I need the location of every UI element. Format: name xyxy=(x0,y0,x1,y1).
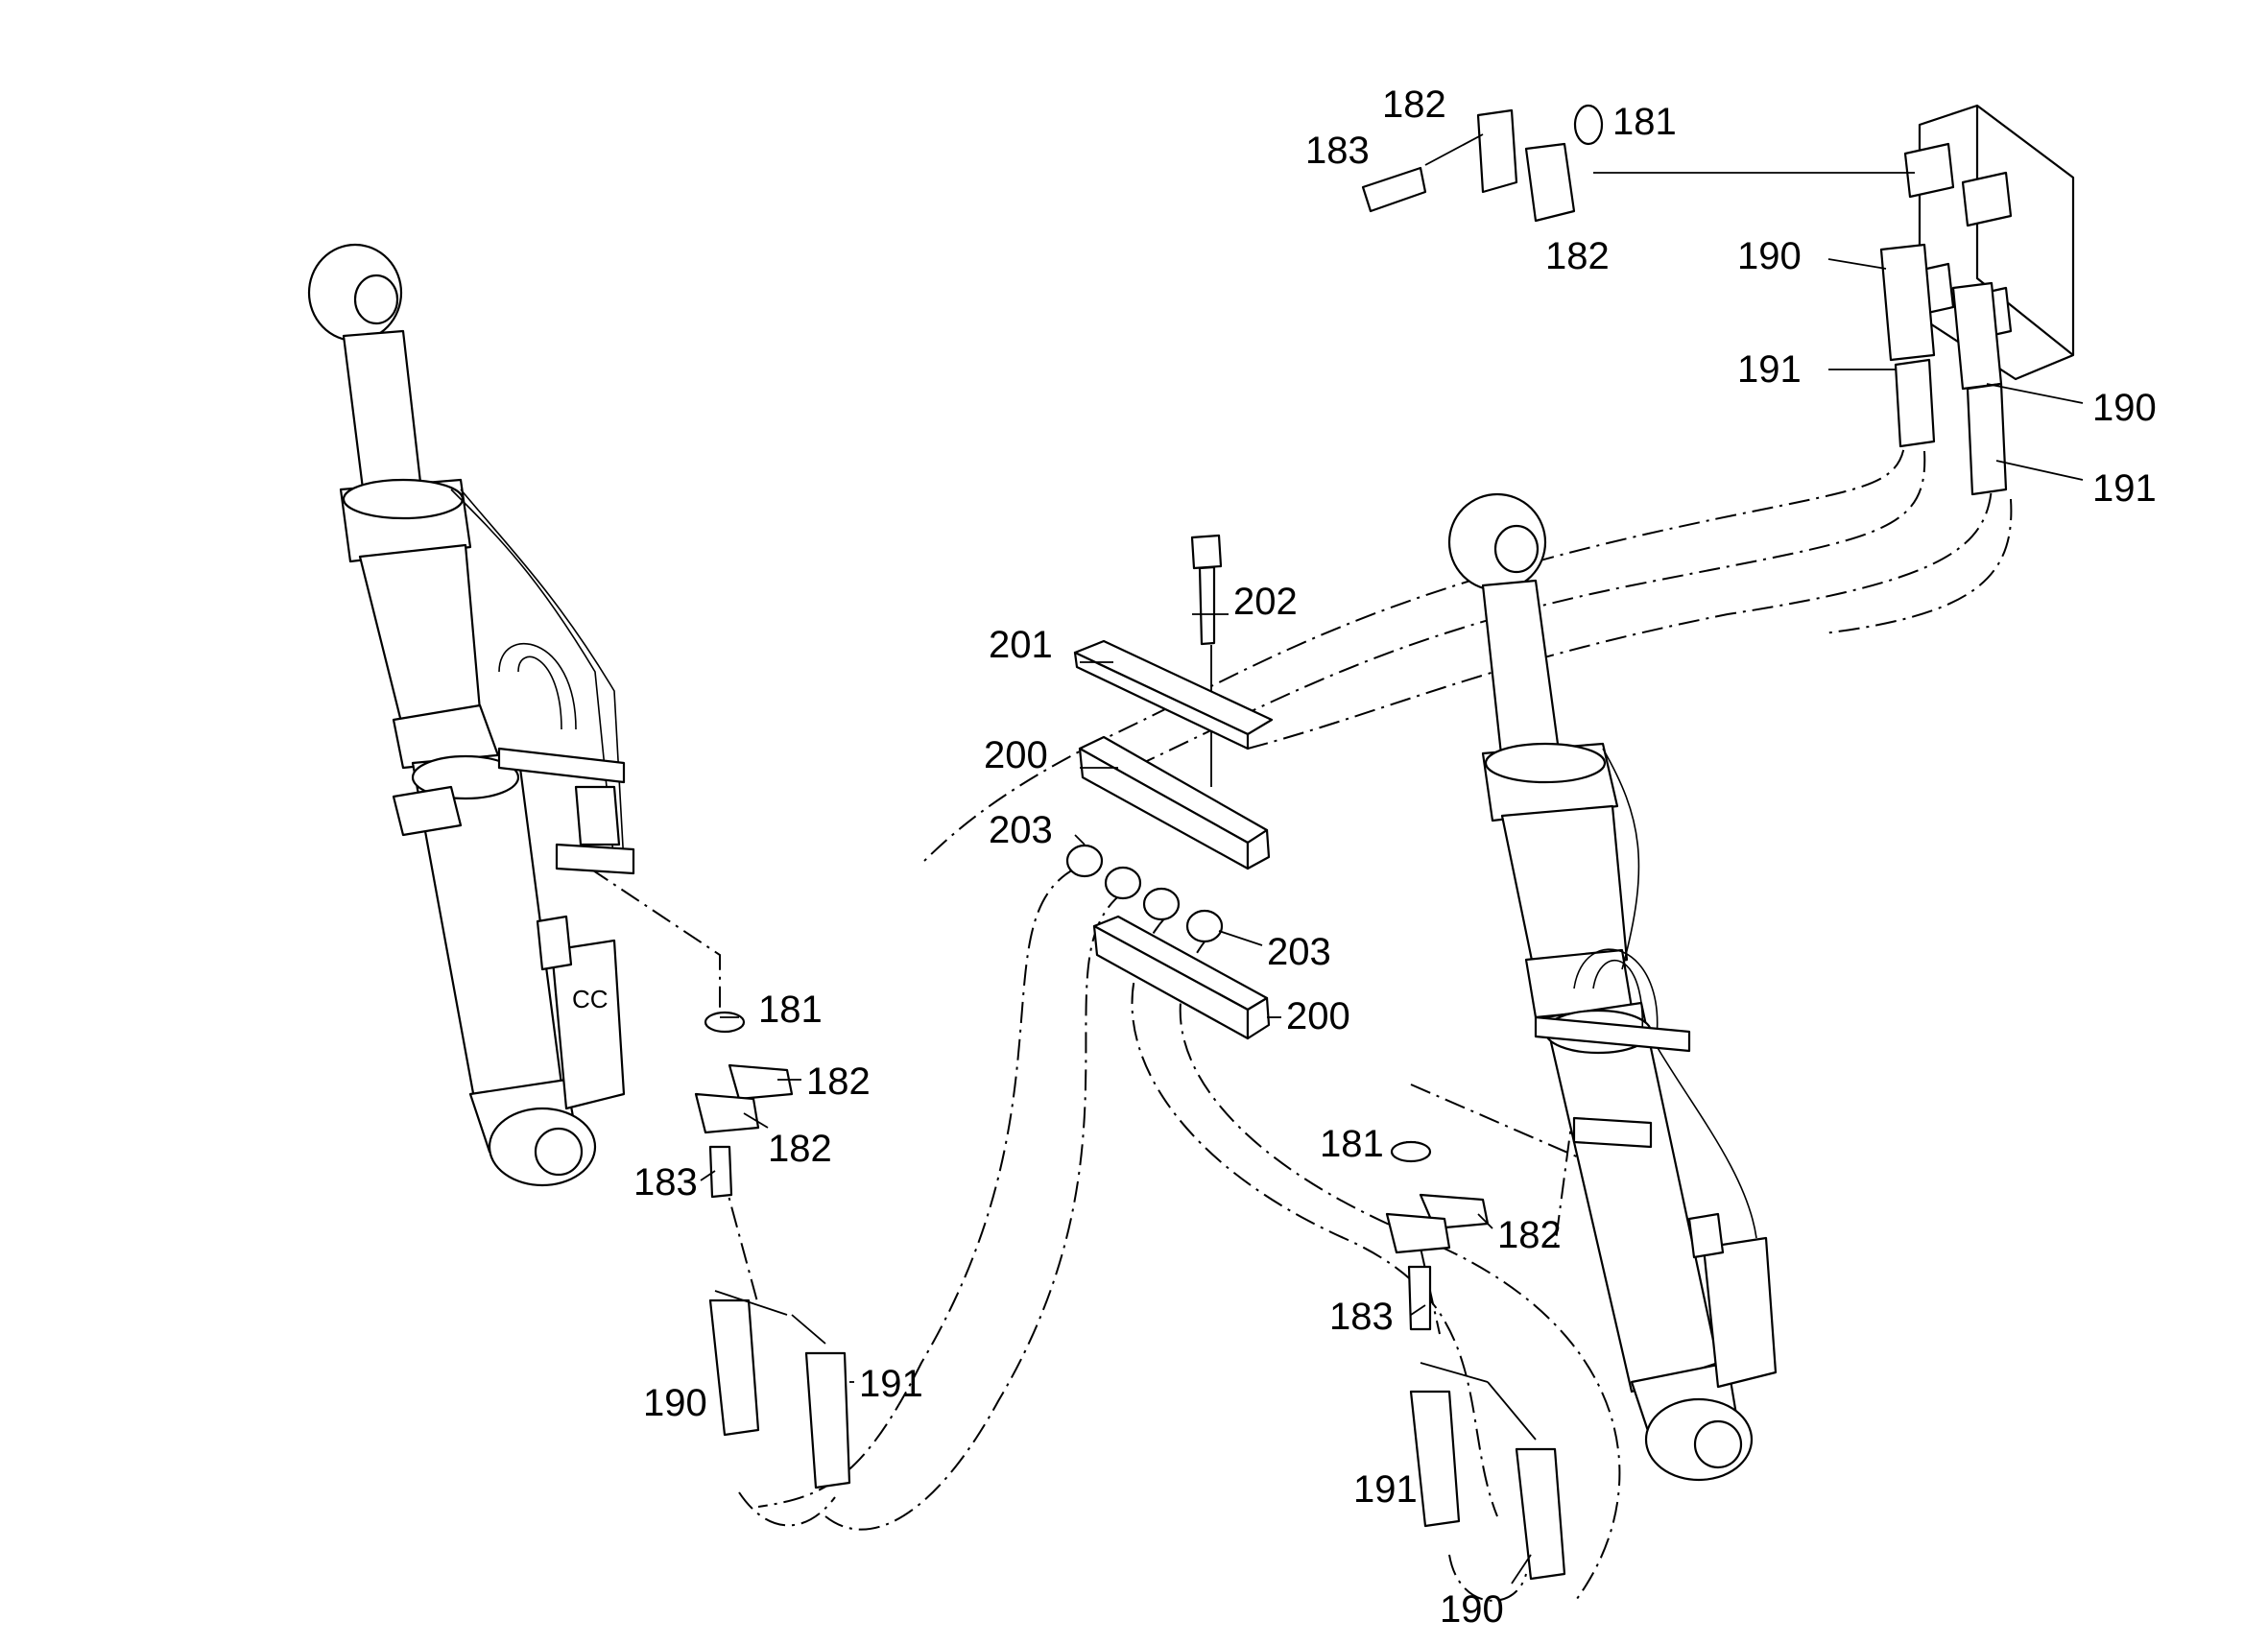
callout-191-manifold-lower: 191 xyxy=(2092,467,2157,510)
callout-191-left: 191 xyxy=(859,1363,923,1405)
callout-182-top: 182 xyxy=(1382,83,1446,126)
hose-clamp-assembly xyxy=(1065,534,1274,1040)
callout-181-right: 181 xyxy=(1320,1123,1384,1165)
valve-block-marking: CC xyxy=(572,985,609,1013)
callout-203-left: 203 xyxy=(989,809,1053,851)
left-hydraulic-cylinder: CC xyxy=(307,243,635,1187)
callout-182-top-lower: 182 xyxy=(1545,235,1610,277)
callout-labels: 182 181 183 182 190 191 190 191 202 201 … xyxy=(633,83,2157,1631)
callout-190-right: 190 xyxy=(1440,1588,1504,1631)
callout-183-left: 183 xyxy=(633,1161,698,1203)
manifold-block xyxy=(1879,104,2075,496)
callout-191-manifold-upper: 191 xyxy=(1737,348,1802,391)
callout-182-right: 182 xyxy=(1497,1214,1562,1256)
callout-203-right: 203 xyxy=(1267,931,1331,973)
top-flange-fittings xyxy=(1361,104,1604,223)
leader-lines xyxy=(700,133,2084,1584)
callout-181-top: 181 xyxy=(1612,101,1677,143)
callout-190-left: 190 xyxy=(643,1382,707,1424)
callout-182-left-lower: 182 xyxy=(768,1128,832,1170)
callout-200-upper: 200 xyxy=(984,734,1048,776)
callout-190-manifold-lower: 190 xyxy=(2092,387,2157,429)
callout-183-right: 183 xyxy=(1329,1296,1394,1338)
right-hydraulic-cylinder xyxy=(1447,492,1778,1482)
callout-183-top: 183 xyxy=(1305,130,1370,172)
callout-200-lower: 200 xyxy=(1286,995,1350,1037)
callout-182-left-upper: 182 xyxy=(806,1060,871,1103)
callout-201: 201 xyxy=(989,624,1053,666)
callout-191-right: 191 xyxy=(1353,1468,1418,1511)
callout-202: 202 xyxy=(1233,581,1298,623)
callout-181-left: 181 xyxy=(758,989,823,1031)
right-fittings xyxy=(1385,1140,1566,1581)
left-fittings xyxy=(694,1011,851,1489)
callout-190-manifold-upper: 190 xyxy=(1737,235,1802,277)
